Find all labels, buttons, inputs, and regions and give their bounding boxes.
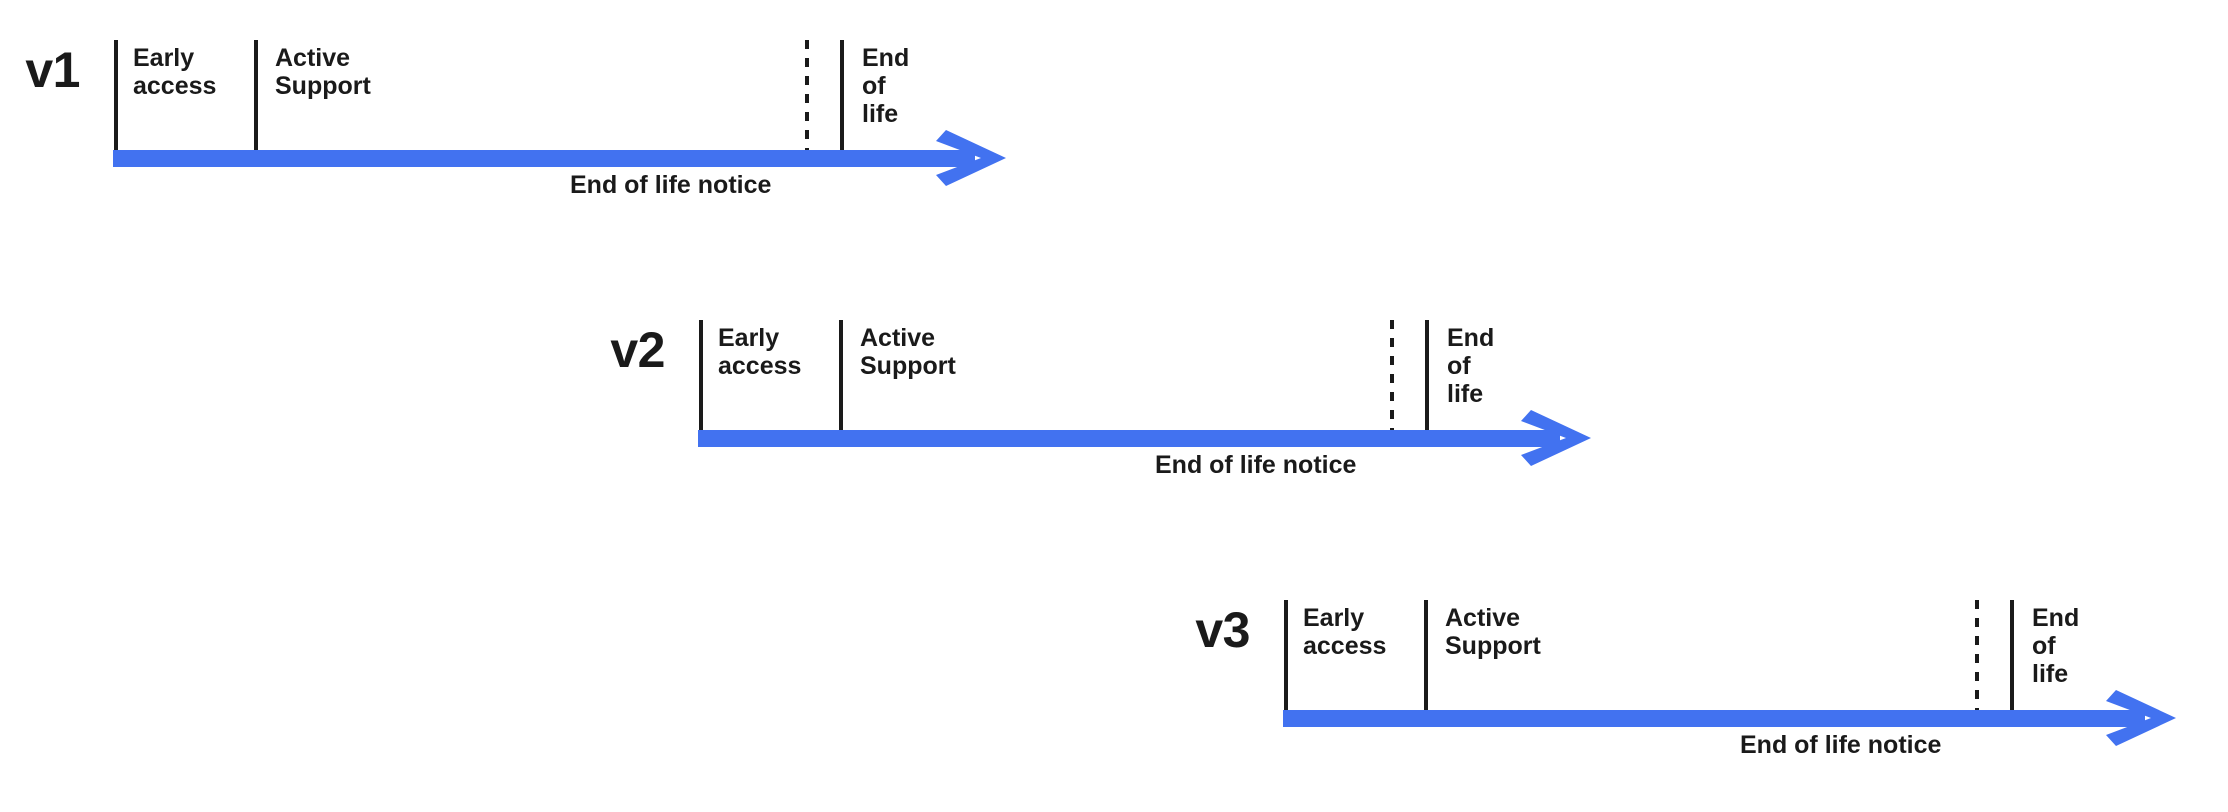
phase-label-end-of-life-v3: End of life xyxy=(2032,604,2080,688)
phase-divider-end-of-life-v3 xyxy=(2010,600,2014,712)
phase-label-end-of-life-v1: End of life xyxy=(862,44,910,128)
phase-divider-end-of-life-v1 xyxy=(840,40,844,152)
timeline-arrow-v3 xyxy=(1283,688,2193,748)
eol-notice-label-v2: End of life notice xyxy=(1155,451,1357,479)
phase-divider-end-of-life-v2 xyxy=(1425,320,1429,432)
phase-divider-active-support-v2 xyxy=(839,320,843,432)
phase-divider-active-support-v3 xyxy=(1424,600,1428,712)
phase-label-early-access-v2: Early access xyxy=(718,324,802,380)
phase-label-early-access-v1: Early access xyxy=(133,44,217,100)
timeline-arrow-v1 xyxy=(113,128,1023,188)
phase-label-early-access-v3: Early access xyxy=(1303,604,1387,660)
phase-divider-start-v1 xyxy=(114,40,118,152)
phase-divider-start-v3 xyxy=(1284,600,1288,712)
phase-divider-start-v2 xyxy=(699,320,703,432)
eol-notice-label-v3: End of life notice xyxy=(1740,731,1942,759)
eol-notice-marker-v1 xyxy=(805,40,809,152)
version-label-v2: v2 xyxy=(610,322,665,378)
version-label-v1: v1 xyxy=(25,42,80,98)
timeline-arrow-v2 xyxy=(698,408,1608,468)
version-label-v3: v3 xyxy=(1195,602,1250,658)
eol-notice-marker-v2 xyxy=(1390,320,1394,432)
phase-divider-active-support-v1 xyxy=(254,40,258,152)
eol-notice-marker-v3 xyxy=(1975,600,1979,712)
eol-notice-label-v1: End of life notice xyxy=(570,171,772,199)
phase-label-end-of-life-v2: End of life xyxy=(1447,324,1495,408)
phase-label-active-support-v3: Active Support xyxy=(1445,604,1541,660)
phase-label-active-support-v1: Active Support xyxy=(275,44,371,100)
phase-label-active-support-v2: Active Support xyxy=(860,324,956,380)
